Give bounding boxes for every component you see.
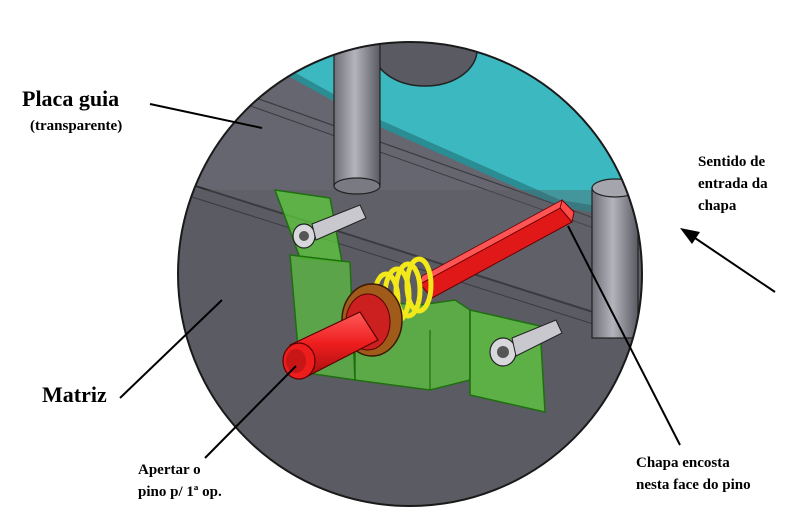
- label-apertar-1: Apertar o: [138, 462, 201, 478]
- label-sentido-1: Sentido de: [698, 154, 766, 170]
- screw-left: [292, 204, 367, 249]
- label-matriz: Matriz: [42, 382, 107, 407]
- label-apertar-2: pino p/ 1ª op.: [138, 484, 222, 500]
- top-hole: [372, 42, 478, 87]
- label-chapa-1: Chapa encosta: [636, 455, 730, 471]
- screw-right: [489, 319, 563, 367]
- label-sentido-3: chapa: [698, 198, 737, 214]
- label-sentido-2: entrada da: [698, 176, 768, 192]
- label-transparente: (transparente): [30, 118, 123, 134]
- label-chapa-2: nesta face do pino: [636, 477, 751, 493]
- detail-circle-outline: [177, 41, 643, 507]
- direction-arrow-head: [680, 228, 700, 244]
- guide-pillar-right: [591, 187, 639, 339]
- direction-arrow-line: [691, 235, 776, 293]
- detail-view: [178, 42, 642, 506]
- leader-apertar: [204, 365, 297, 459]
- leader-placa-guia: [149, 103, 263, 129]
- label-placa-guia: Placa guia: [22, 86, 120, 111]
- leader-chapa: [567, 225, 681, 446]
- leader-matriz: [119, 299, 223, 399]
